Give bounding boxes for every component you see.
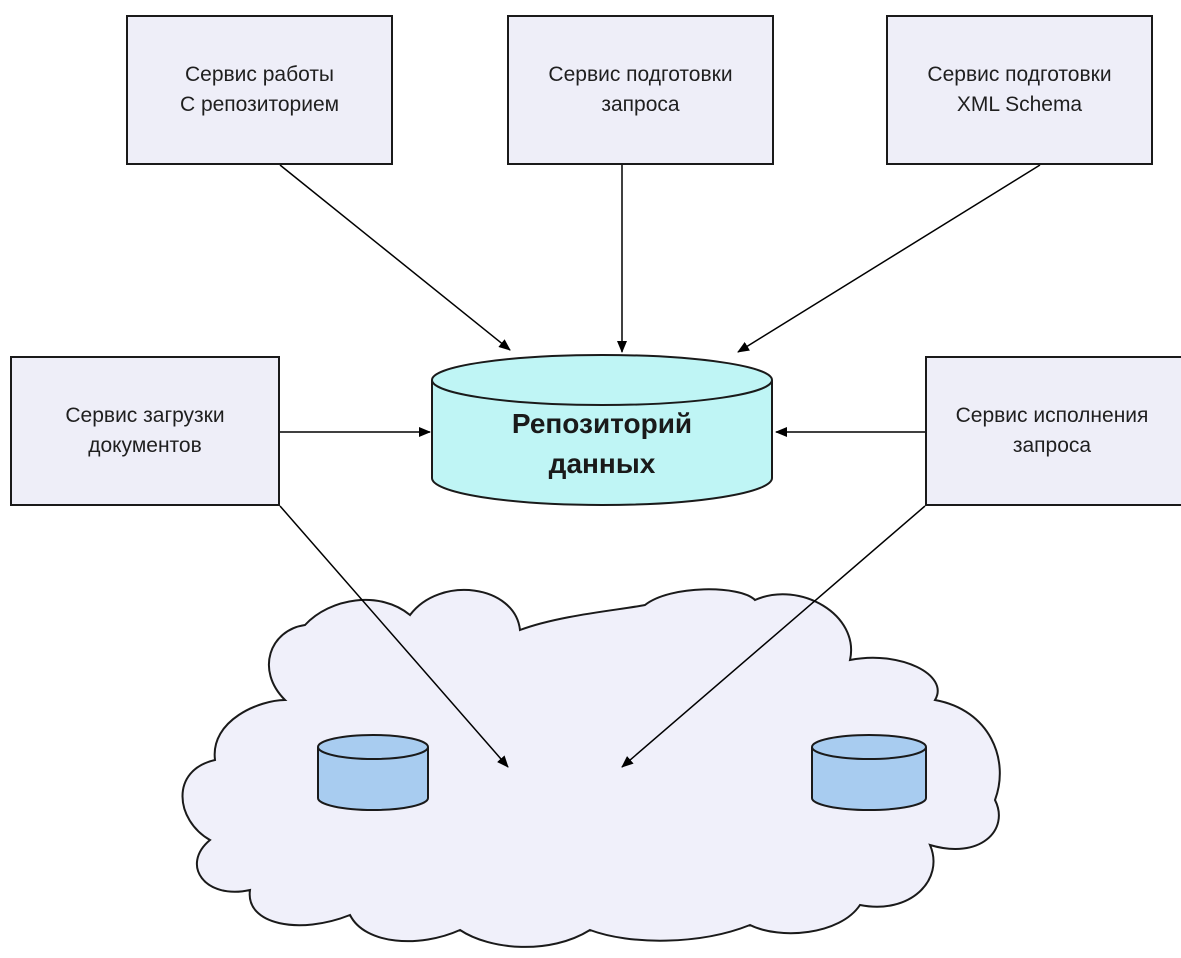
data-repository-label: Репозиторий данных	[511, 408, 693, 479]
query-preparation-service-box: Сервис подготовки запроса	[507, 15, 774, 165]
data-repository-cylinder	[431, 354, 773, 506]
arrow-query-exec-to-cloud	[621, 505, 926, 768]
query-execution-service-label: Сервис исполнения запроса	[955, 404, 1149, 457]
arrow-doc-load-to-cloud	[279, 505, 509, 768]
xml-schema-preparation-service-box: Сервис подготовки XML Schema	[886, 15, 1153, 165]
small-database-icon-right	[811, 734, 927, 811]
query-execution-service-box: Сервис исполнения запроса	[925, 356, 1181, 506]
data-cloud	[181, 588, 1001, 948]
repository-service-label: Сервис работы С репозиторием	[179, 63, 340, 116]
arrow-repo-service-to-repository	[279, 164, 511, 351]
repository-service-box: Сервис работы С репозиторием	[126, 15, 393, 165]
small-database-icon-left	[317, 734, 429, 811]
xml-schema-preparation-service-label: Сервис подготовки XML Schema	[927, 63, 1112, 116]
document-loading-service-box: Сервис загрузки документов	[10, 356, 280, 506]
query-preparation-service-label: Сервис подготовки запроса	[548, 63, 733, 116]
arrow-xml-prep-to-repository	[737, 164, 1041, 353]
document-loading-service-label: Сервис загрузки документов	[65, 404, 225, 457]
